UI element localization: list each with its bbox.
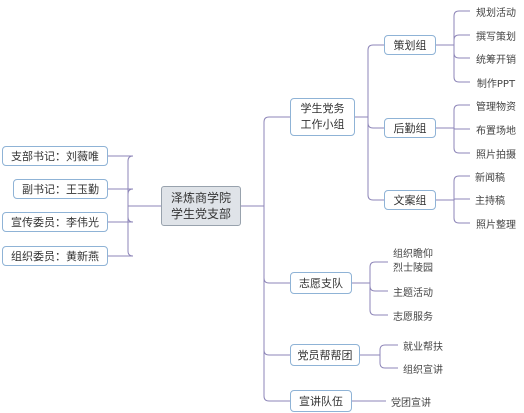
leaf-organize-photos: 照片整理 xyxy=(476,219,516,231)
leaf-visit-martyrs-cemetery: 组织瞻仰 烈士陵园 xyxy=(393,249,433,274)
leaf-news-release: 新闻稿 xyxy=(475,172,505,184)
link-branch-0 xyxy=(263,116,290,206)
link-member-3 xyxy=(108,206,134,257)
branch-lecture-team: 宣讲队伍 xyxy=(290,390,352,412)
member-publicity: 宣传委员：李伟光 xyxy=(2,212,108,232)
link-help-leaf-1 xyxy=(379,355,398,369)
link-branch-2 xyxy=(263,206,290,356)
member-organization: 组织委员：黄新燕 xyxy=(2,246,108,266)
group-copywriting: 文案组 xyxy=(384,190,436,210)
link-member-0 xyxy=(108,155,134,206)
group-logistics: 后勤组 xyxy=(384,118,436,138)
leaf-plan-activities: 规划活动 xyxy=(476,7,516,19)
link-planning-leaf-0 xyxy=(453,10,470,45)
leaf-set-up-venue: 布置场地 xyxy=(476,125,516,137)
link-branch-1 xyxy=(263,206,290,284)
leaf-manage-supplies: 管理物资 xyxy=(476,101,516,113)
link-volunteer-leaf-2 xyxy=(369,283,388,316)
leaf-manage-budget: 统筹开销 xyxy=(476,54,516,66)
link-branch-3 xyxy=(263,206,290,402)
leaf-volunteer-service: 志愿服务 xyxy=(393,311,433,323)
leaf-employment-help: 就业帮扶 xyxy=(403,341,443,353)
leaf-organize-lectures: 组织宣讲 xyxy=(403,364,443,376)
leaf-make-ppt: 制作PPT xyxy=(476,78,516,90)
link-planning-leaf-3 xyxy=(453,45,470,83)
leaf-take-photos: 照片拍摄 xyxy=(476,149,516,161)
link-group-2 xyxy=(367,117,384,201)
link-copy-leaf-1 xyxy=(453,198,470,201)
group-planning: 策划组 xyxy=(384,35,436,55)
member-secretary: 支部书记：刘薇唯 xyxy=(2,146,108,166)
branch-volunteer-team: 志愿支队 xyxy=(290,272,352,294)
leaf-write-proposal: 撰写策划 xyxy=(476,31,516,43)
root-node: 泽炼商学院 学生党支部 xyxy=(161,186,241,226)
link-copy-leaf-0 xyxy=(453,175,470,200)
link-copy-leaf-2 xyxy=(453,200,470,224)
link-planning-leaf-2 xyxy=(453,45,470,59)
link-member-2 xyxy=(108,206,134,223)
link-planning-leaf-1 xyxy=(453,34,470,45)
link-group-0 xyxy=(367,44,384,117)
leaf-host-script: 主持稿 xyxy=(475,195,505,207)
link-logistics-leaf-1 xyxy=(453,127,470,130)
leaf-theme-activity: 主题活动 xyxy=(393,287,433,299)
link-volunteer-leaf-1 xyxy=(369,283,388,292)
link-logistics-leaf-0 xyxy=(453,104,470,128)
link-help-leaf-0 xyxy=(379,344,398,355)
member-deputy-secretary: 副书记：王玉勤 xyxy=(13,179,108,199)
branch-help-team: 党员帮帮团 xyxy=(290,344,360,366)
link-member-1 xyxy=(108,188,134,206)
leaf-party-league-lecture: 党团宣讲 xyxy=(391,397,431,409)
link-logistics-leaf-2 xyxy=(453,128,470,154)
branch-party-work-group: 学生党务 工作小组 xyxy=(290,98,355,136)
link-volunteer-leaf-0 xyxy=(369,261,388,283)
link-group-1 xyxy=(367,117,384,129)
